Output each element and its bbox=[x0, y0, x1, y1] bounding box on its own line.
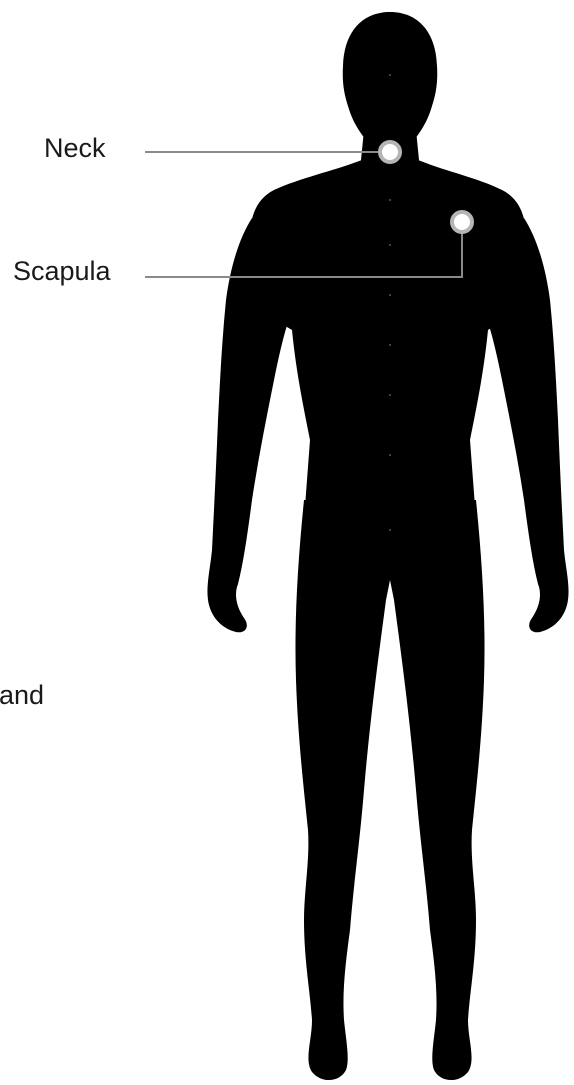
right-arm bbox=[482, 218, 569, 632]
neck-marker[interactable] bbox=[380, 142, 400, 162]
legs bbox=[295, 500, 484, 1080]
left-arm bbox=[207, 218, 294, 632]
hand-label: and bbox=[0, 682, 44, 709]
torso bbox=[242, 160, 532, 520]
scapula-marker[interactable] bbox=[452, 212, 472, 232]
neck-label: Neck bbox=[44, 135, 106, 162]
scapula-label: Scapula bbox=[13, 258, 111, 285]
human-silhouette bbox=[207, 12, 568, 1080]
